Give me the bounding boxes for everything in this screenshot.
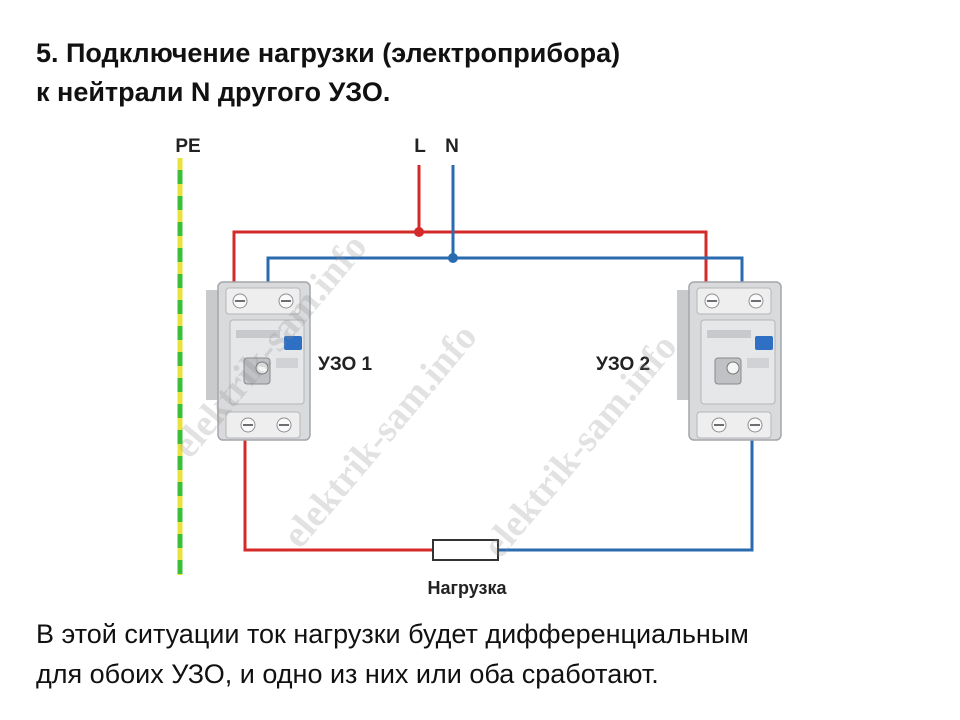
phase-wiring xyxy=(232,165,708,552)
title-line-1: 5. Подключение нагрузки (электроприбора) xyxy=(36,38,621,68)
n-label: N xyxy=(445,136,459,157)
load-label: Нагрузка xyxy=(427,578,507,598)
caption-line-1: В этой ситуации ток нагрузки будет диффе… xyxy=(36,619,749,649)
watermark-text-3: elektrik-sam.info xyxy=(475,326,686,566)
phase-junction xyxy=(414,227,424,237)
caption: В этой ситуации ток нагрузки будет диффе… xyxy=(36,614,936,694)
l-label: L xyxy=(414,136,426,157)
rcd-2-device xyxy=(677,281,782,441)
title-line-2: к нейтрали N другого УЗО. xyxy=(36,77,391,107)
rcd-1-device xyxy=(206,281,311,441)
pe-label: PE xyxy=(175,136,200,157)
caption-line-2: для обоих УЗО, и одно из них или оба сра… xyxy=(36,659,659,689)
neutral-junction xyxy=(448,253,458,263)
rcd-2-label: УЗО 2 xyxy=(596,354,650,375)
neutral-wiring xyxy=(266,165,754,552)
rcd-1-label: УЗО 1 xyxy=(318,354,373,375)
watermark: elektrik-sam.info elektrik-sam.info elek… xyxy=(165,226,686,566)
load-resistor xyxy=(432,539,499,561)
page-title: 5. Подключение нагрузки (электроприбора)… xyxy=(36,34,916,112)
